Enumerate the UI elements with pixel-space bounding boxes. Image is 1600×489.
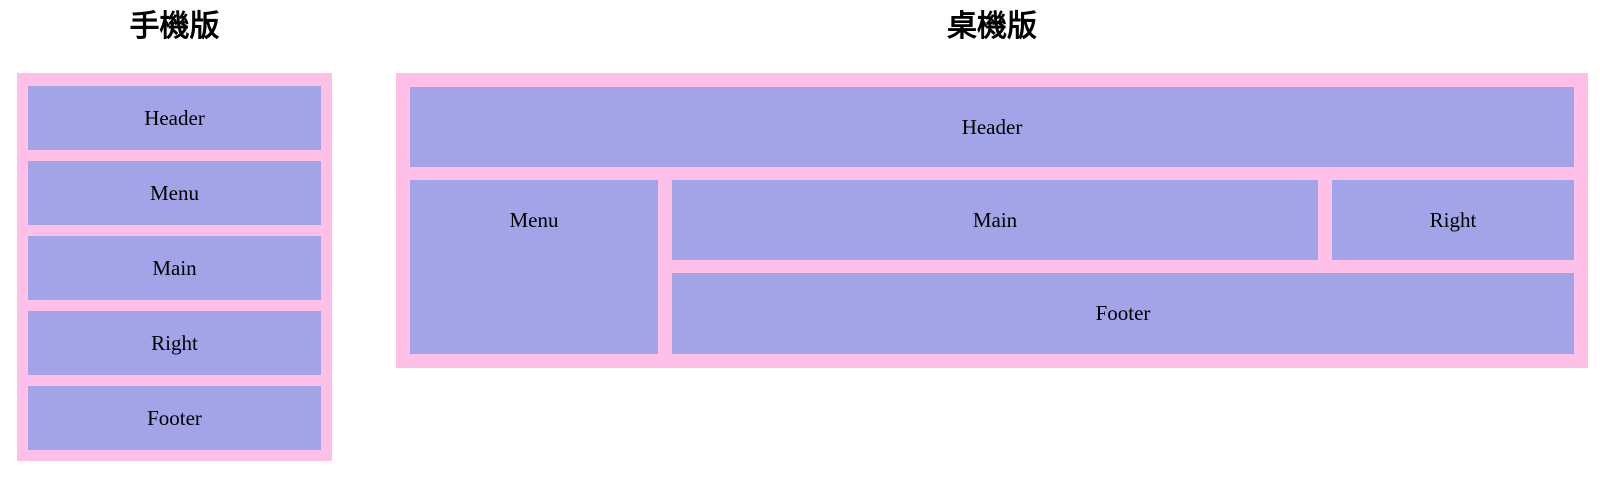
desktop-layout-panel: 桌機版 Header Menu Main Right Footer	[396, 6, 1588, 368]
desktop-layout-container: Header Menu Main Right Footer	[396, 73, 1588, 368]
desktop-box-footer: Footer	[672, 273, 1574, 354]
mobile-box-main: Main	[28, 236, 321, 300]
desktop-box-right: Right	[1332, 180, 1574, 260]
desktop-box-header: Header	[410, 87, 1574, 167]
mobile-layout-panel: 手機版 Header Menu Main Right Footer	[17, 6, 332, 461]
mobile-box-menu: Menu	[28, 161, 321, 225]
mobile-layout-container: Header Menu Main Right Footer	[17, 73, 332, 461]
mobile-box-header: Header	[28, 86, 321, 150]
mobile-box-right: Right	[28, 311, 321, 375]
mobile-box-footer: Footer	[28, 386, 321, 450]
desktop-box-main: Main	[672, 180, 1318, 260]
mobile-title: 手機版	[129, 10, 220, 43]
desktop-box-menu: Menu	[410, 180, 658, 354]
desktop-title: 桌機版	[947, 10, 1037, 43]
